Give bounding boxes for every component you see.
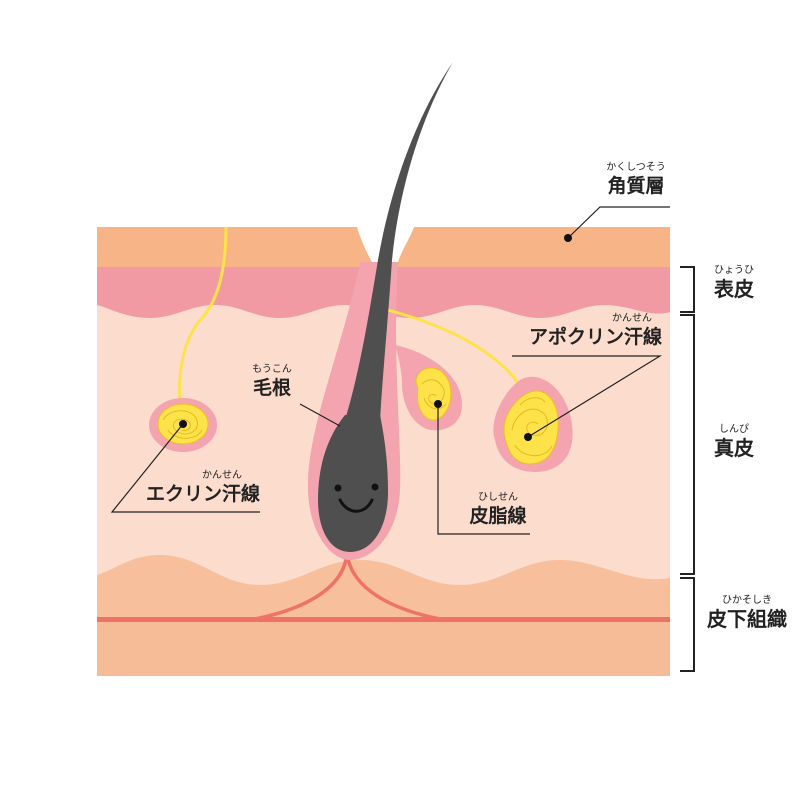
- epidermis-ruby: ひょうひ: [714, 265, 754, 276]
- eccrine-text: エクリン汗線: [145, 483, 260, 505]
- hair-root-ruby: もうこん: [252, 364, 292, 375]
- stratum-corneum-ruby: かくしつそう: [606, 162, 666, 173]
- layer-brackets: [680, 266, 695, 672]
- sebaceous-text: 皮脂線: [469, 505, 527, 527]
- sebaceous-ruby: ひしせん: [478, 492, 518, 503]
- apocrine-label: かんせん アポクリン汗線: [510, 313, 662, 349]
- apocrine-ruby: かんせん: [612, 313, 652, 324]
- sebaceous-label: ひしせん 皮脂線: [458, 492, 538, 528]
- stratum-corneum-label: かくしつそう 角質層: [594, 162, 678, 198]
- epidermis-text: 表皮: [714, 277, 754, 301]
- hair-shaft: [345, 62, 453, 420]
- stratum-corneum-text: 角質層: [607, 175, 665, 197]
- dermis-text: 真皮: [714, 436, 754, 460]
- hair-bulb: [318, 415, 388, 552]
- subcutis-text: 皮下組織: [707, 607, 787, 631]
- hair-root-text: 毛根: [252, 377, 291, 399]
- eccrine-label: かんせん エクリン汗線: [128, 470, 260, 506]
- leader-lines: [110, 206, 670, 535]
- hair-root-label: もうこん 毛根: [242, 364, 302, 400]
- apocrine-text: アポクリン汗線: [528, 326, 662, 348]
- dermis-label: しんぴ 真皮: [704, 424, 764, 460]
- epidermis-label: ひょうひ 表皮: [704, 265, 764, 301]
- subcutis-label: ひかそしき 皮下組織: [700, 595, 794, 631]
- dermis-ruby: しんぴ: [719, 424, 749, 435]
- blood-vessel: [97, 617, 670, 622]
- eccrine-ruby: かんせん: [202, 470, 242, 481]
- subcutis-ruby: ひかそしき: [722, 595, 772, 606]
- eccrine-duct: [177, 226, 228, 411]
